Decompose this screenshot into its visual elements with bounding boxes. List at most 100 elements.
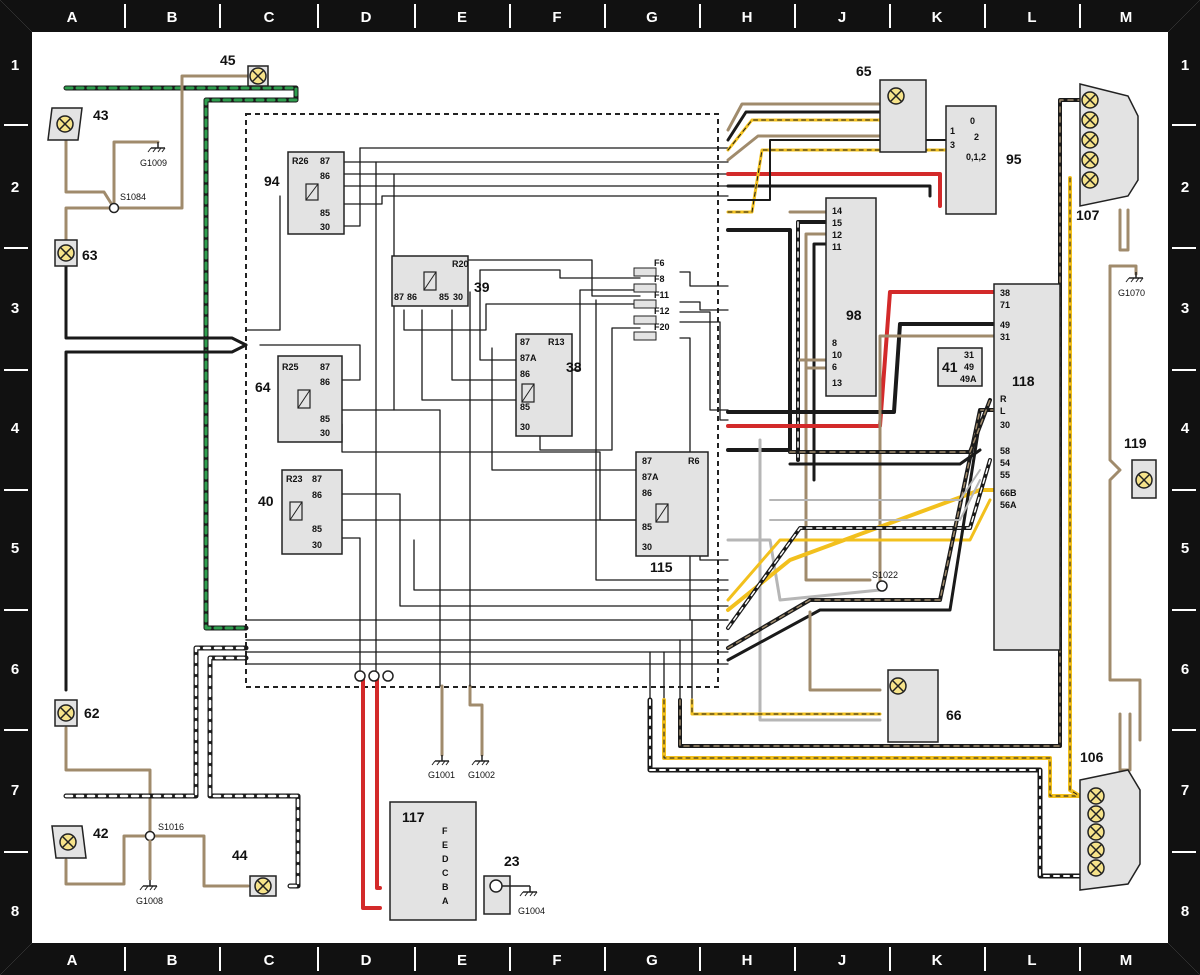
switch-95-pos-2: 2 [974, 132, 979, 142]
relay-94-code: R26 [292, 156, 309, 166]
relay-64-pin-30: 30 [320, 428, 330, 438]
col-label-c-bottom: C [264, 952, 275, 969]
relay-40-pin-86: 86 [312, 490, 322, 500]
relay-64-pin-86: 86 [320, 377, 330, 387]
ground-g1009: G1009 [140, 141, 167, 168]
fuse-f6-label: F6 [654, 258, 665, 268]
component-98: 14 15 12 11 8 10 6 13 98 [825, 197, 877, 397]
component-45-label: 45 [220, 52, 236, 68]
c118-pin-54: 54 [1000, 458, 1010, 468]
relay-39-pin-87: 87 [394, 292, 404, 302]
component-106-lamp-cluster: 106 [1079, 749, 1141, 891]
row-label-1-left: 1 [11, 57, 19, 74]
row-label-5-left: 5 [11, 540, 19, 557]
component-42-label: 42 [93, 825, 109, 841]
c98-pin-12: 12 [832, 230, 842, 240]
relay-94-pin-30: 30 [320, 222, 330, 232]
relay-40: R23 87 86 85 30 40 [258, 469, 343, 555]
ground-g1008-label: G1008 [136, 896, 163, 906]
col-label-a-top: A [67, 9, 78, 26]
fuse-f20-label: F20 [654, 322, 670, 332]
ground-g1002: G1002 [468, 754, 495, 780]
relay-94: R26 87 86 85 30 94 [264, 151, 345, 235]
component-63-label: 63 [82, 247, 98, 263]
col-label-d-top: D [361, 9, 372, 26]
row-label-5-right: 5 [1181, 540, 1189, 557]
component-44-label: 44 [232, 847, 248, 863]
c118-pin-r: R [1000, 394, 1007, 404]
relay-64-pin-87: 87 [320, 362, 330, 372]
relay-40-pin-87: 87 [312, 474, 322, 484]
col-label-b-top: B [167, 9, 178, 26]
ground-g1070-label: G1070 [1118, 288, 1145, 298]
relay-38-pin-86: 86 [520, 369, 530, 379]
component-66-label: 66 [946, 707, 962, 723]
row-label-8-right: 8 [1181, 903, 1189, 920]
splice-s1022-label: S1022 [872, 570, 898, 580]
relay-38-pin-87: 87 [520, 337, 530, 347]
row-label-7-right: 7 [1181, 782, 1189, 799]
row-label-1-right: 1 [1181, 57, 1189, 74]
relay-115-code: R6 [688, 456, 700, 466]
c98-pin-6: 6 [832, 362, 837, 372]
relay-40-label: 40 [258, 493, 274, 509]
component-65-label: 65 [856, 63, 872, 79]
fuse-block: F6 F8 F11 F12 F20 [633, 258, 670, 341]
component-41-label: 41 [942, 359, 958, 375]
c41-pin-49: 49 [964, 362, 974, 372]
relay-40-code: R23 [286, 474, 303, 484]
c117-pin-f: F [442, 826, 448, 836]
relay-94-label: 94 [264, 173, 280, 189]
col-label-h-bottom: H [742, 952, 753, 969]
c118-pin-31: 31 [1000, 332, 1010, 342]
connector-circles [354, 670, 394, 682]
relay-115-pin-86: 86 [642, 488, 652, 498]
fuse-f8-label: F8 [654, 274, 665, 284]
c98-pin-11: 11 [832, 242, 842, 252]
relay-115-pin-30: 30 [642, 542, 652, 552]
relay-38-code: R13 [548, 337, 565, 347]
relay-39-pin-30: 30 [453, 292, 463, 302]
c98-pin-10: 10 [832, 350, 842, 360]
c118-pin-30: 30 [1000, 420, 1010, 430]
relay-115-pin-87a: 87A [642, 472, 659, 482]
switch-95-pos-1: 1 [950, 126, 955, 136]
col-label-e-bottom: E [457, 952, 467, 969]
switch-95-pos-012: 0,1,2 [966, 152, 986, 162]
row-label-3-left: 3 [11, 300, 19, 317]
c118-pin-55: 55 [1000, 470, 1010, 480]
switch-95-pos-0: 0 [970, 116, 975, 126]
ground-g1001-label: G1001 [428, 770, 455, 780]
relay-39-label: 39 [474, 279, 490, 295]
component-106-label: 106 [1080, 749, 1104, 765]
relay-94-pin-85: 85 [320, 208, 330, 218]
c98-pin-15: 15 [832, 218, 842, 228]
col-label-f-top: F [552, 9, 561, 26]
splice-s1022: S1022 [872, 570, 898, 592]
ground-g1004-label: G1004 [518, 906, 545, 916]
col-label-f-bottom: F [552, 952, 561, 969]
col-label-m-top: M [1120, 9, 1133, 26]
component-45-lamp: 45 [220, 52, 269, 87]
c118-pin-49: 49 [1000, 320, 1010, 330]
col-label-k-top: K [932, 9, 943, 26]
relay-115: R6 87 87A 86 85 30 115 [635, 451, 709, 575]
switch-95-pos-3: 3 [950, 140, 955, 150]
c117-pin-a: A [442, 896, 449, 906]
ground-g1001: G1001 [428, 754, 455, 780]
relay-94-pin-86: 86 [320, 171, 330, 181]
col-label-c-top: C [264, 9, 275, 26]
relay-38-pin-30: 30 [520, 422, 530, 432]
col-label-g-top: G [646, 9, 658, 26]
component-118-label: 118 [1012, 373, 1035, 389]
c41-pin-31: 31 [964, 350, 974, 360]
col-label-b-bottom: B [167, 952, 178, 969]
ground-g1004: G1004 [502, 885, 545, 916]
component-107-label: 107 [1076, 207, 1100, 223]
component-107-lamp-cluster: 107 [1076, 83, 1139, 223]
relay-115-label: 115 [650, 559, 673, 575]
component-65-lamp: 65 [856, 63, 927, 153]
c118-pin-66b: 66B [1000, 488, 1017, 498]
col-label-g-bottom: G [646, 952, 658, 969]
